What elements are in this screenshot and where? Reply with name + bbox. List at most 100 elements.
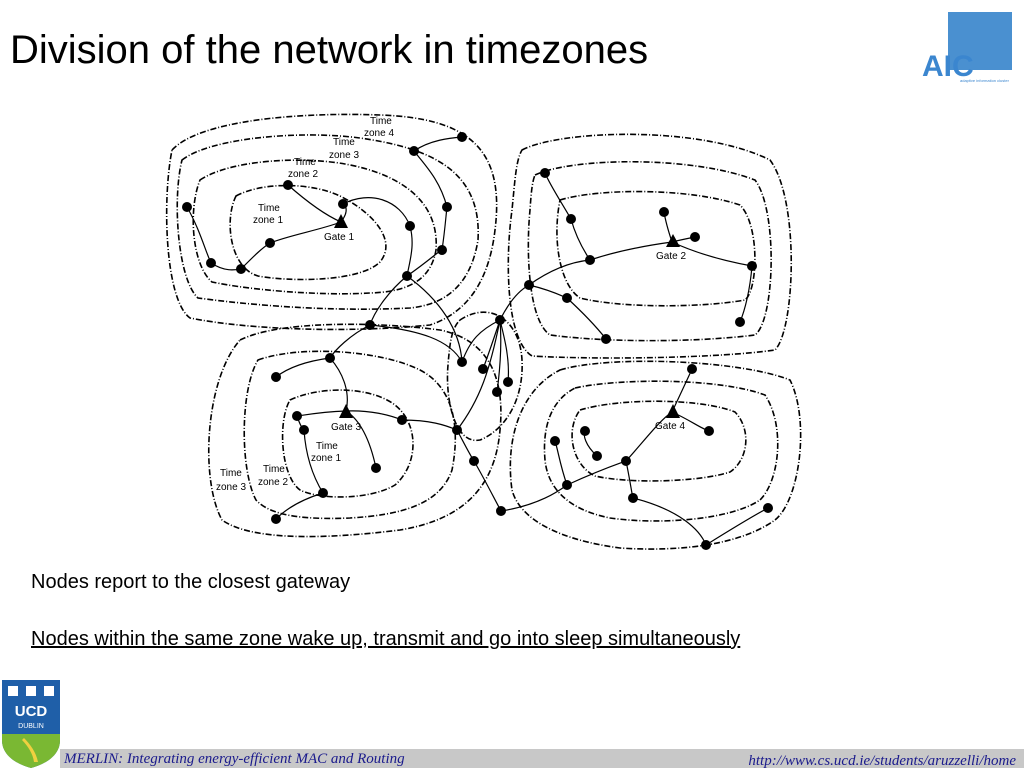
g1-zone2-label-a: Time bbox=[294, 157, 316, 168]
network-node bbox=[628, 493, 638, 503]
ucd-logo: UCD DUBLIN bbox=[2, 680, 60, 768]
g1-zone1-label-b: zone 1 bbox=[253, 215, 283, 226]
gate3-triangle bbox=[339, 404, 353, 418]
g1-zone3-label-a: Time bbox=[333, 137, 355, 148]
bullet-same-zone-wakeup: Nodes within the same zone wake up, tran… bbox=[31, 628, 741, 650]
network-node bbox=[409, 146, 419, 156]
gate1-zone4-boundary bbox=[165, 113, 498, 331]
network-node bbox=[182, 202, 192, 212]
gate4-zone2-boundary bbox=[543, 380, 779, 522]
network-node bbox=[585, 255, 595, 265]
gate4-zone3-boundary bbox=[509, 360, 802, 550]
network-node bbox=[592, 451, 602, 461]
gate3-zone3-boundary bbox=[207, 323, 502, 538]
g3-zone1-label-a: Time bbox=[316, 441, 338, 452]
gate2-zone2-boundary bbox=[527, 160, 772, 342]
central-boundary bbox=[446, 311, 523, 441]
g1-zone4-label-a: Time bbox=[370, 116, 392, 127]
network-node bbox=[265, 238, 275, 248]
footer-title: MERLIN: Integrating energy-efficient MAC… bbox=[64, 751, 405, 767]
network-node bbox=[292, 411, 302, 421]
network-node bbox=[271, 514, 281, 524]
gate2-zone3-boundary bbox=[507, 133, 792, 359]
footer-url[interactable]: http://www.cs.ucd.ie/students/aruzzelli/… bbox=[748, 753, 1016, 769]
network-node bbox=[338, 199, 348, 209]
network-node bbox=[687, 364, 697, 374]
network-node bbox=[621, 456, 631, 466]
footer-bar: MERLIN: Integrating energy-efficient MAC… bbox=[60, 749, 1024, 769]
network-node bbox=[503, 377, 513, 387]
gate3-zone2-boundary bbox=[243, 350, 457, 520]
aic-logo-subtitle: adaptive information cluster bbox=[960, 78, 1010, 83]
network-node bbox=[562, 480, 572, 490]
aic-logo-square bbox=[948, 12, 1012, 70]
network-node bbox=[325, 353, 335, 363]
network-node bbox=[271, 372, 281, 382]
network-node bbox=[540, 168, 550, 178]
network-node bbox=[206, 258, 216, 268]
gate2-triangle bbox=[666, 234, 680, 247]
g3-zone3-label-a: Time bbox=[220, 468, 242, 479]
network-node bbox=[236, 264, 246, 274]
network-node bbox=[478, 364, 488, 374]
network-node bbox=[701, 540, 711, 550]
network-node bbox=[495, 315, 505, 325]
network-node bbox=[562, 293, 572, 303]
aic-logo: AIC adaptive information cluster bbox=[922, 12, 1012, 83]
network-node bbox=[580, 426, 590, 436]
network-node bbox=[457, 357, 467, 367]
network-node bbox=[402, 271, 412, 281]
network-node bbox=[550, 436, 560, 446]
network-node bbox=[299, 425, 309, 435]
g3-zone1-label-b: zone 1 bbox=[311, 453, 341, 464]
gate2-zone1-boundary bbox=[556, 190, 756, 307]
network-node bbox=[318, 488, 328, 498]
ucd-logo-text: UCD bbox=[15, 703, 48, 720]
gate3-label: Gate 3 bbox=[331, 422, 361, 433]
gate4-label: Gate 4 bbox=[655, 421, 685, 432]
g1-zone3-label-b: zone 3 bbox=[329, 150, 359, 161]
network-node bbox=[283, 180, 293, 190]
gate4-zone1-boundary bbox=[571, 400, 747, 482]
network-node bbox=[457, 132, 467, 142]
network-node bbox=[452, 425, 462, 435]
network-node bbox=[437, 245, 447, 255]
ucd-logo-sub: DUBLIN bbox=[18, 723, 44, 730]
gate1-triangle bbox=[334, 214, 348, 228]
g1-zone2-label-b: zone 2 bbox=[288, 169, 318, 180]
network-node bbox=[469, 456, 479, 466]
network-node bbox=[690, 232, 700, 242]
network-node bbox=[397, 415, 407, 425]
gate1-zone2-boundary bbox=[192, 159, 437, 295]
network-node bbox=[566, 214, 576, 224]
network-node bbox=[442, 202, 452, 212]
g1-zone4-label-b: zone 4 bbox=[364, 128, 394, 139]
g3-zone3-label-b: zone 3 bbox=[216, 482, 246, 493]
network-node bbox=[365, 320, 375, 330]
network-node bbox=[747, 261, 757, 271]
timezone-network-diagram: Gate 1 Gate 2 Gate 3 Gate 4 Time zone 1 … bbox=[165, 113, 802, 550]
g3-zone2-label-a: Time bbox=[263, 464, 285, 475]
network-node bbox=[492, 387, 502, 397]
aic-logo-text: AIC bbox=[922, 50, 974, 83]
network-node bbox=[496, 506, 506, 516]
gate2-label: Gate 2 bbox=[656, 251, 686, 262]
network-node bbox=[524, 280, 534, 290]
slide-title: Division of the network in timezones bbox=[10, 28, 649, 72]
network-node bbox=[371, 463, 381, 473]
network-node bbox=[735, 317, 745, 327]
gate1-zone1-boundary bbox=[229, 184, 387, 281]
harp-icon bbox=[22, 738, 38, 762]
network-node bbox=[405, 221, 415, 231]
network-node bbox=[659, 207, 669, 217]
gate1-label: Gate 1 bbox=[324, 232, 354, 243]
bullet-closest-gateway: Nodes report to the closest gateway bbox=[31, 571, 351, 593]
network-node bbox=[763, 503, 773, 513]
gate1-zone3-boundary bbox=[176, 134, 479, 310]
network-node bbox=[704, 426, 714, 436]
network-node bbox=[601, 334, 611, 344]
gate4-triangle bbox=[666, 404, 680, 418]
gate3-zone1-boundary bbox=[281, 389, 414, 498]
g3-zone2-label-b: zone 2 bbox=[258, 477, 288, 488]
g1-zone1-label-a: Time bbox=[258, 203, 280, 214]
